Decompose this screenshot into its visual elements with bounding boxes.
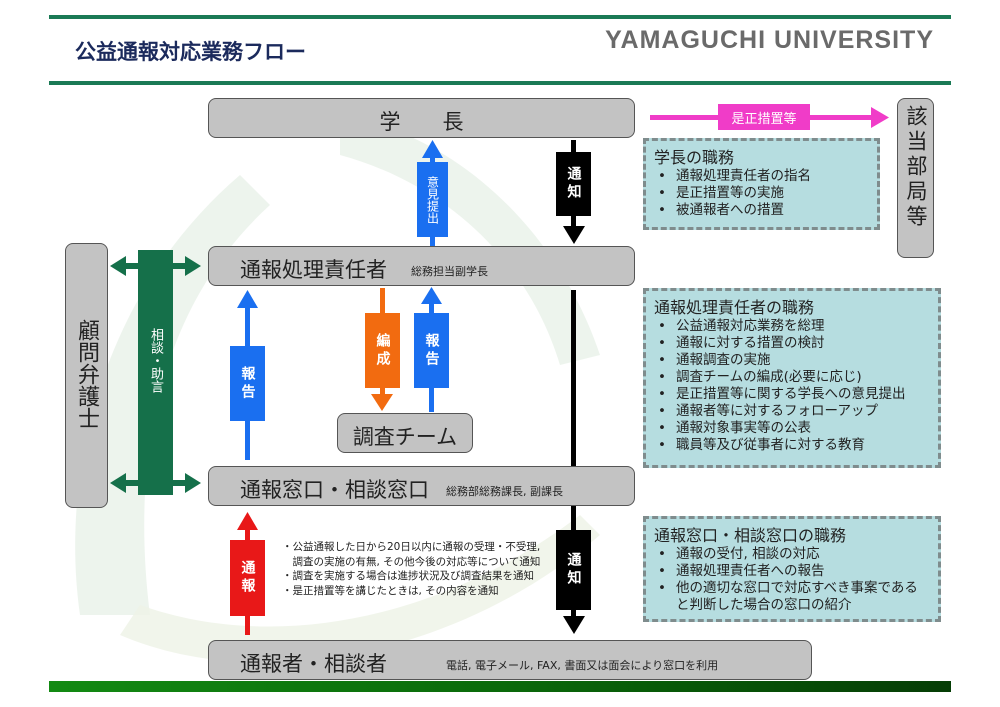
duty-item: 通報者等に対するフォローアップ bbox=[654, 403, 930, 420]
notify-top-arrow bbox=[556, 140, 591, 244]
window-duties: 通報窓口・相談窓口の職務 通報の受付, 相談の対応 通報処理責任者への報告 他の… bbox=[643, 516, 941, 622]
report-left-arrow bbox=[230, 290, 265, 460]
lawyer-box[interactable]: 顧問弁護士 bbox=[65, 243, 108, 508]
window-duties-title: 通報窓口・相談窓口の職務 bbox=[654, 526, 847, 545]
reporter-box[interactable]: 通報者・相談者 電話, 電子メール, FAX, 書面又は面会により窓口を利用 bbox=[208, 640, 812, 680]
opinion-arrow bbox=[417, 140, 448, 246]
corrective-arrow bbox=[650, 104, 889, 130]
notify-top-label: 通知 bbox=[565, 166, 582, 202]
duty-item: 通報処理責任者への報告 bbox=[654, 563, 930, 580]
note-line: ・公益通報した日から20日以内に通報の受理・不受理, bbox=[282, 541, 541, 553]
advice-arrow bbox=[110, 250, 201, 495]
report-bottom-arrow bbox=[230, 512, 265, 635]
lawyer-label: 顧問弁護士 bbox=[74, 319, 99, 429]
header-bottom-rule bbox=[49, 81, 951, 85]
window-label: 通報窓口・相談窓口 bbox=[240, 478, 429, 502]
investigation-team-box[interactable]: 調査チーム bbox=[337, 413, 473, 453]
reporter-sub: 電話, 電子メール, FAX, 書面又は面会により窓口を利用 bbox=[446, 659, 719, 672]
departments-box[interactable]: 該当部局等 bbox=[897, 98, 934, 258]
corrective-label: 是正措置等 bbox=[731, 111, 797, 127]
duty-item: 通報の受付, 相談の対応 bbox=[654, 546, 930, 563]
handler-duties: 通報処理責任者の職務 公益通報対応業務を総理 通報に対する措置の検討 通報調査の… bbox=[643, 288, 941, 468]
president-duties-title: 学長の職務 bbox=[654, 148, 735, 167]
opinion-label: 意見提出 bbox=[425, 175, 440, 224]
page-title: 公益通報対応業務フロー bbox=[75, 40, 306, 64]
window-sub: 総務部総務課長, 副課長 bbox=[446, 485, 563, 498]
handler-sub: 総務担当副学長 bbox=[411, 265, 488, 278]
notify-bottom-arrow bbox=[556, 506, 591, 634]
advice-label: 相談・助言 bbox=[148, 327, 163, 393]
university-logo: YAMAGUCHI UNIVERSITY bbox=[605, 26, 934, 54]
president-duties: 学長の職務 通報処理責任者の指名 是正措置等の実施 被通報者への措置 bbox=[643, 138, 880, 230]
notify-line bbox=[571, 290, 576, 466]
window-box[interactable]: 通報窓口・相談窓口 総務部総務課長, 副課長 bbox=[208, 466, 635, 506]
departments-label: 該当部局等 bbox=[904, 105, 928, 230]
duty-item: 通報調査の実施 bbox=[654, 352, 930, 369]
president-label: 学 長 bbox=[379, 110, 464, 134]
reporter-label: 通報者・相談者 bbox=[240, 652, 387, 676]
handler-label: 通報処理責任者 bbox=[240, 258, 387, 282]
president-box[interactable]: 学 長 bbox=[208, 98, 635, 138]
header-top-rule bbox=[49, 15, 951, 19]
note-line: ・是正措置等を講じたときは, その内容を通知 bbox=[282, 584, 499, 597]
duty-item: 調査チームの編成(必要に応じ) bbox=[654, 369, 930, 386]
duty-item: 通報対象事実等の公表 bbox=[654, 420, 930, 437]
duty-item: 他の適切な窓口で対応すべき事案であると判断した場合の窓口の紹介 bbox=[654, 580, 930, 614]
notify-bottom-label: 通知 bbox=[565, 552, 582, 588]
handler-duties-title: 通報処理責任者の職務 bbox=[654, 298, 815, 317]
organize-arrow bbox=[365, 288, 400, 411]
duty-item: 通報処理責任者の指名 bbox=[654, 168, 869, 185]
report-team-label: 報告 bbox=[423, 332, 440, 369]
report-bottom-label: 通報 bbox=[239, 560, 256, 596]
duty-item: 公益通報対応業務を総理 bbox=[654, 318, 930, 335]
duty-item: 職員等及び従事者に対する教育 bbox=[654, 437, 930, 454]
note-line: ・調査を実施する場合は進捗状況及び調査結果を通知 bbox=[282, 570, 534, 582]
organize-label: 編成 bbox=[374, 332, 391, 369]
note-line: 調査の実施の有無, その他今後の対応等について通知 bbox=[282, 555, 541, 568]
footer-bar bbox=[49, 681, 951, 692]
handler-box[interactable]: 通報処理責任者 総務担当副学長 bbox=[208, 246, 635, 286]
notification-notes: ・公益通報した日から20日以内に通報の受理・不受理, 調査の実施の有無, その他… bbox=[282, 540, 540, 598]
duty-item: 通報に対する措置の検討 bbox=[654, 335, 930, 352]
team-label: 調査チーム bbox=[352, 425, 458, 449]
report-team-arrow bbox=[414, 287, 449, 412]
duty-item: 被通報者への措置 bbox=[654, 202, 869, 219]
duty-item: 是正措置等に関する学長への意見提出 bbox=[654, 386, 930, 403]
duty-item: 是正措置等の実施 bbox=[654, 185, 869, 202]
report-left-label: 報告 bbox=[239, 365, 256, 402]
